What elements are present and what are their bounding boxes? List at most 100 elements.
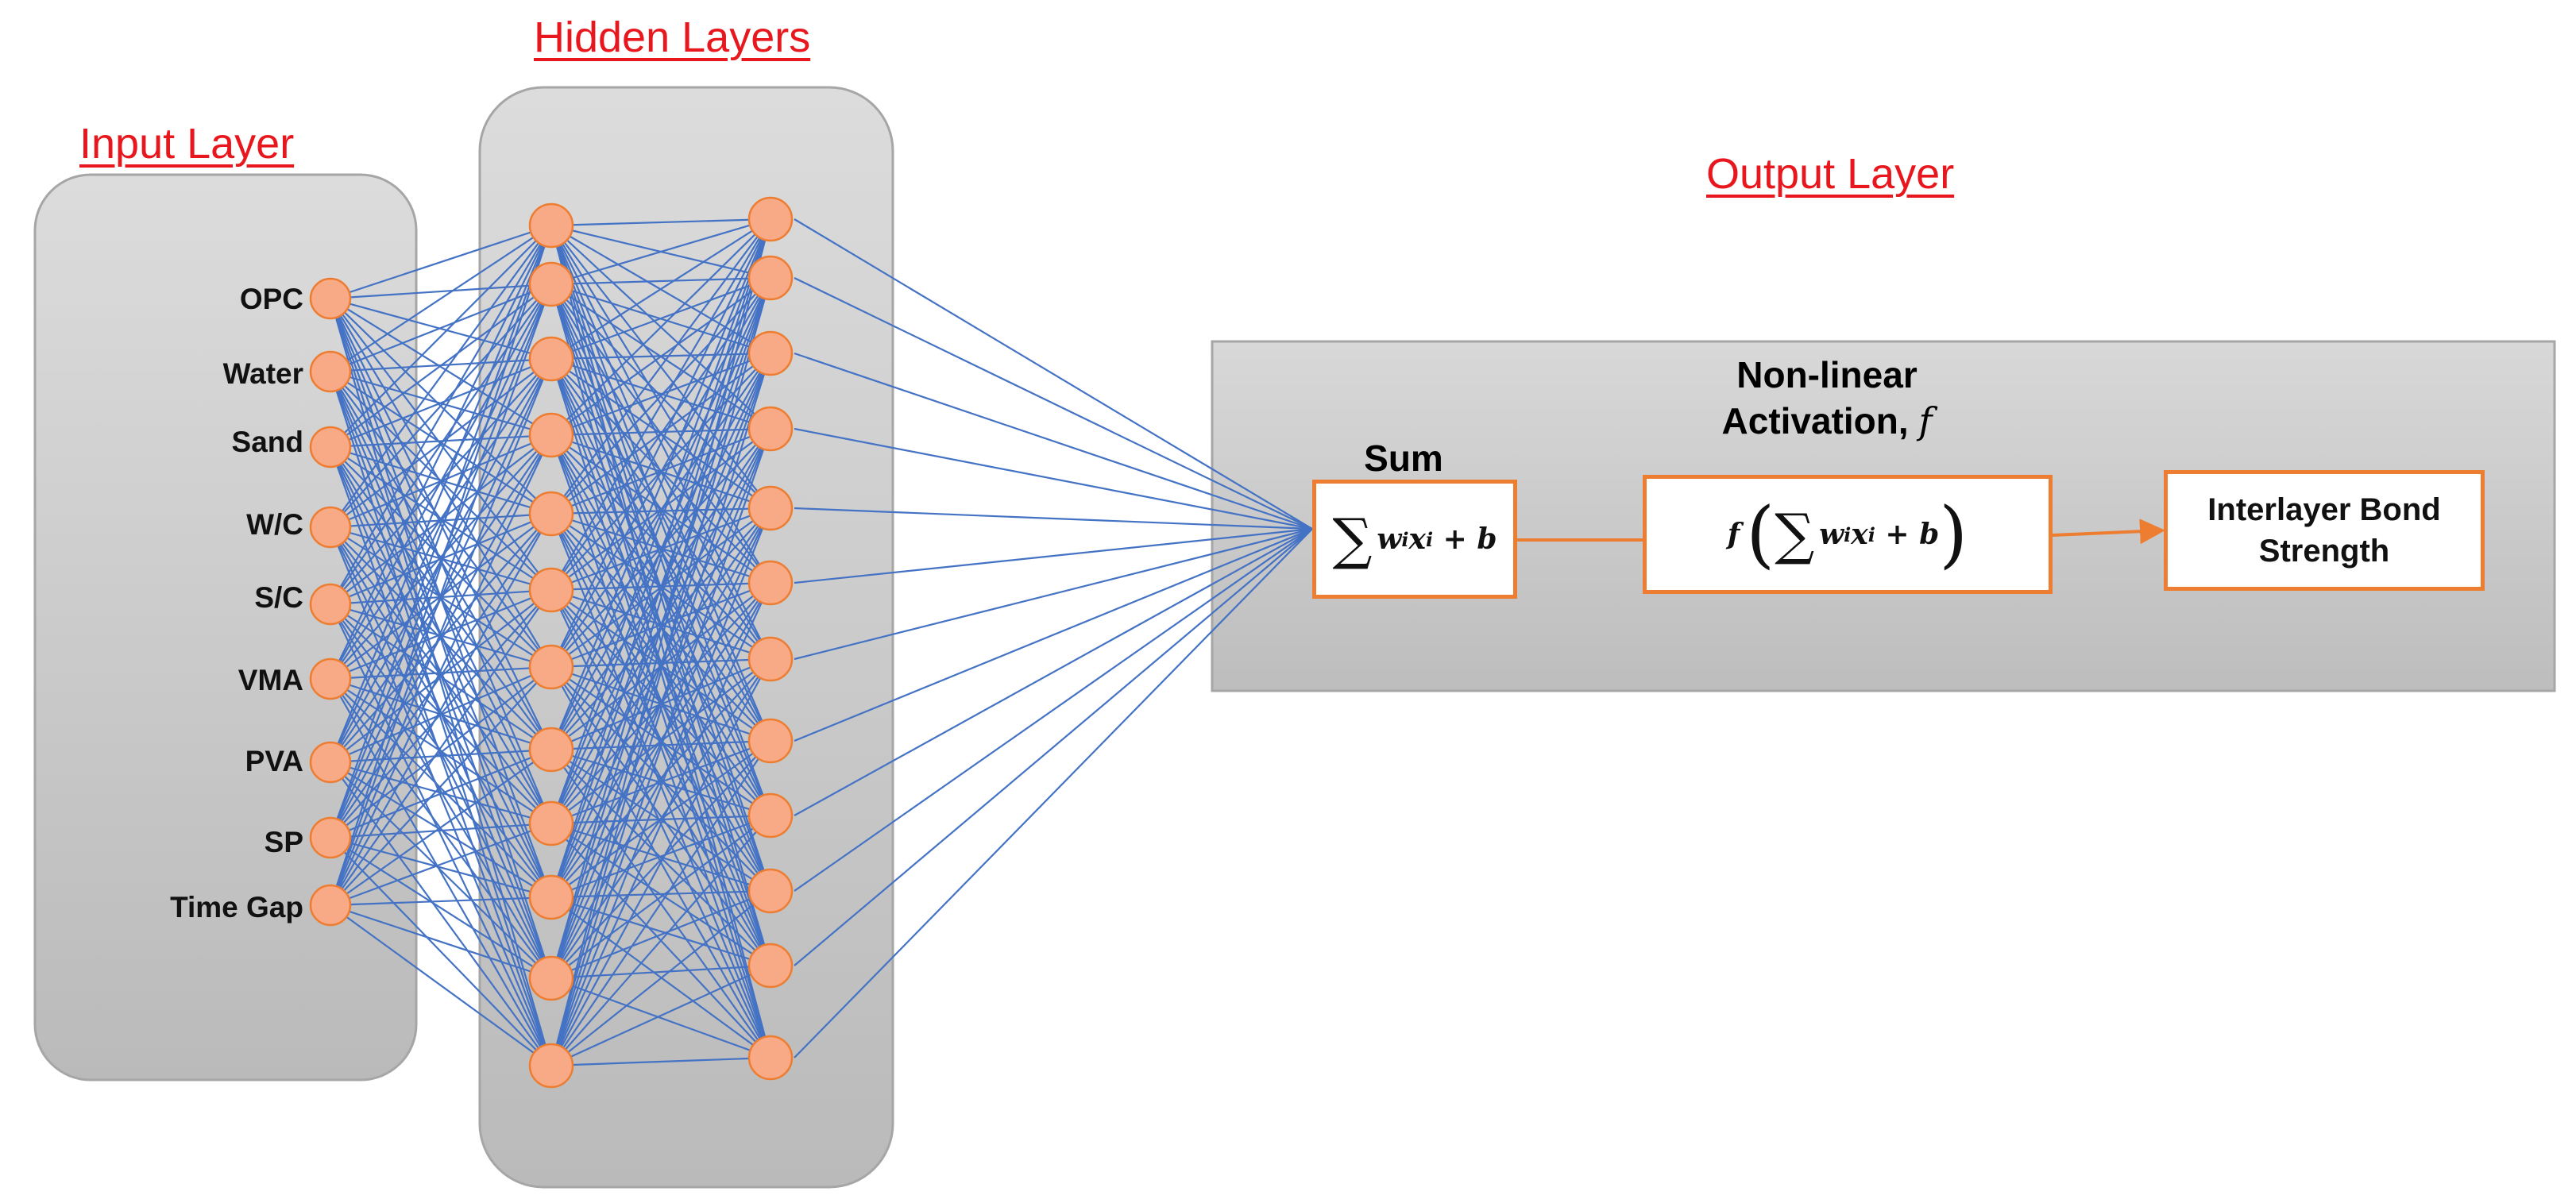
connection-hidden2-sum bbox=[794, 528, 1313, 892]
connection-input-hidden1 bbox=[329, 225, 553, 906]
connection-input-hidden1 bbox=[329, 358, 553, 906]
connection-hidden1-hidden2 bbox=[550, 977, 771, 1059]
activation-symbol: f bbox=[1918, 399, 1933, 442]
connection-input-hidden1 bbox=[330, 434, 552, 839]
hidden2-neuron bbox=[747, 792, 794, 839]
connection-hidden1-hidden2 bbox=[550, 428, 772, 979]
input-label: Time Gap bbox=[170, 891, 303, 923]
connection-hidden1-hidden2 bbox=[550, 889, 771, 980]
connection-input-hidden1 bbox=[330, 666, 552, 906]
hidden2-neuron bbox=[747, 943, 794, 989]
connection-input-hidden1 bbox=[330, 603, 552, 979]
input-label: PVA bbox=[245, 745, 303, 777]
connection-hidden1-hidden2 bbox=[550, 890, 771, 1066]
hidden1-neuron bbox=[528, 1043, 574, 1089]
connection-hidden1-hidden2 bbox=[550, 277, 771, 750]
connection-input-hidden1 bbox=[330, 589, 552, 839]
input-label: S/C bbox=[254, 581, 303, 614]
connection-hidden1-hidden2 bbox=[550, 666, 771, 966]
connection-hidden1-hidden2 bbox=[550, 277, 771, 515]
connection-input-hidden1 bbox=[330, 283, 552, 528]
connection-hidden1-hidden2 bbox=[550, 1056, 771, 1067]
hidden1-neuron bbox=[528, 261, 574, 307]
connection-hidden2-sum bbox=[794, 527, 1313, 661]
connection-hidden2-sum bbox=[794, 218, 1313, 530]
hidden1-neuron bbox=[528, 800, 574, 846]
connection-input-hidden1 bbox=[330, 224, 552, 300]
activation-label-line1: Non-linear bbox=[1736, 354, 1918, 395]
connection-hidden1-hidden2 bbox=[550, 276, 771, 286]
output-result-box: Interlayer Bond Strength bbox=[2164, 470, 2485, 591]
hidden1-neuron bbox=[528, 567, 574, 613]
connection-input-hidden1 bbox=[330, 283, 552, 373]
connection-hidden1-hidden2 bbox=[550, 815, 771, 1066]
connections-group bbox=[329, 218, 1313, 1067]
connection-input-hidden1 bbox=[330, 357, 552, 449]
connection-hidden2-sum bbox=[794, 528, 1313, 816]
neurons-group bbox=[309, 196, 794, 1089]
connection-hidden1-hidden2 bbox=[550, 428, 772, 1066]
input-label: Sand bbox=[231, 426, 303, 458]
connection-input-hidden1 bbox=[330, 434, 552, 906]
input-neuron bbox=[309, 741, 352, 784]
connection-input-hidden1 bbox=[330, 748, 552, 839]
connection-input-hidden1 bbox=[330, 904, 552, 1066]
output-result-text: Interlayer Bond Strength bbox=[2207, 492, 2441, 569]
connection-input-hidden1 bbox=[329, 225, 553, 763]
connection-input-hidden1 bbox=[330, 434, 552, 680]
hidden2-neuron bbox=[747, 1035, 794, 1081]
connection-hidden1-hidden2 bbox=[550, 353, 772, 1066]
connection-hidden1-hidden2 bbox=[550, 582, 772, 1066]
input-label: Water bbox=[222, 357, 303, 390]
input-label: SP bbox=[264, 826, 303, 858]
connection-hidden1-hidden2 bbox=[550, 277, 772, 1066]
hidden1-neuron bbox=[528, 644, 574, 690]
hidden2-neuron bbox=[747, 196, 794, 242]
connection-hidden1-hidden2 bbox=[550, 434, 772, 966]
input-neuron bbox=[309, 816, 352, 859]
hidden2-neuron bbox=[747, 330, 794, 376]
connection-hidden1-hidden2 bbox=[550, 658, 771, 1066]
activation-to-output-arrow bbox=[2052, 519, 2165, 545]
connection-input-hidden1 bbox=[330, 513, 552, 906]
input-neuron bbox=[309, 350, 352, 393]
connection-hidden2-sum bbox=[794, 527, 1313, 584]
connection-hidden1-hidden2 bbox=[550, 353, 772, 979]
connection-input-hidden1 bbox=[330, 837, 552, 979]
hidden-layers-title: Hidden Layers bbox=[534, 13, 811, 61]
connection-hidden1-hidden2 bbox=[550, 428, 771, 668]
connection-hidden1-hidden2 bbox=[550, 218, 772, 898]
connection-input-hidden1 bbox=[329, 283, 553, 839]
hidden1-neuron bbox=[528, 412, 574, 458]
input-neuron bbox=[309, 583, 352, 626]
input-neuron bbox=[309, 426, 352, 468]
connection-input-hidden1 bbox=[330, 749, 552, 906]
connection-input-hidden1 bbox=[330, 283, 552, 680]
connection-hidden1-hidden2 bbox=[550, 277, 772, 979]
connection-hidden1-hidden2 bbox=[550, 277, 772, 824]
connection-input-hidden1 bbox=[329, 225, 553, 839]
connection-input-hidden1 bbox=[330, 822, 552, 907]
connection-input-hidden1 bbox=[330, 665, 552, 681]
connection-input-hidden1 bbox=[330, 283, 552, 763]
connection-input-hidden1 bbox=[330, 225, 552, 528]
connection-hidden1-hidden2 bbox=[550, 276, 771, 361]
connection-hidden1-hidden2 bbox=[550, 218, 772, 824]
connection-input-hidden1 bbox=[330, 513, 552, 839]
connection-hidden2-sum bbox=[794, 528, 1313, 1058]
input-label: VMA bbox=[238, 664, 303, 696]
input-neuron bbox=[309, 506, 352, 549]
connection-input-hidden1 bbox=[330, 678, 552, 979]
connection-input-hidden1 bbox=[330, 836, 552, 899]
connection-hidden1-hidden2 bbox=[550, 218, 771, 227]
connection-input-hidden1 bbox=[330, 358, 552, 839]
input-label: OPC bbox=[239, 283, 303, 315]
output-layer-title: Output Layer bbox=[1706, 150, 1955, 198]
connection-hidden1-hidden2 bbox=[550, 218, 771, 668]
connection-input-hidden1 bbox=[330, 225, 552, 605]
connection-input-hidden1 bbox=[330, 225, 552, 680]
connection-input-hidden1 bbox=[330, 225, 552, 448]
hidden2-neuron bbox=[747, 868, 794, 914]
connection-hidden1-hidden2 bbox=[550, 353, 771, 668]
